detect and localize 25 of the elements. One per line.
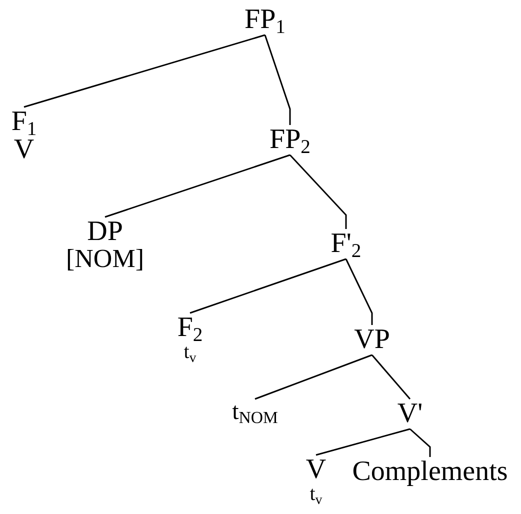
feature-label: t$_{v}$	[310, 484, 322, 504]
node-label: V	[306, 456, 326, 484]
tree-branch	[316, 428, 410, 456]
tree-branch	[371, 354, 411, 400]
tree-branch	[104, 154, 290, 218]
feature-label: V	[14, 136, 34, 164]
node-label: FP$_{1}$	[244, 6, 286, 34]
tree-branch	[289, 154, 347, 229]
node-label: F$_{2}$	[177, 314, 203, 342]
tree-branch	[264, 34, 291, 125]
tree-branch	[254, 354, 372, 400]
node-label: F'$_{2}$	[330, 230, 362, 258]
node-label: FP$_{2}$	[270, 126, 310, 154]
node-label: VP	[354, 326, 390, 354]
tree-branch	[410, 428, 431, 457]
node-label: t$_{NOM}$	[232, 400, 278, 424]
feature-label: [NOM]	[66, 246, 144, 272]
tree-branch	[190, 258, 346, 314]
node-label: DP	[87, 218, 123, 246]
feature-label: t$_{v}$	[184, 342, 196, 362]
node-label: V'	[397, 400, 423, 428]
tree-branch	[345, 258, 373, 325]
node-label: Complements	[352, 458, 508, 486]
node-label: F$_{1}$	[11, 108, 37, 136]
tree-branch	[24, 34, 266, 108]
